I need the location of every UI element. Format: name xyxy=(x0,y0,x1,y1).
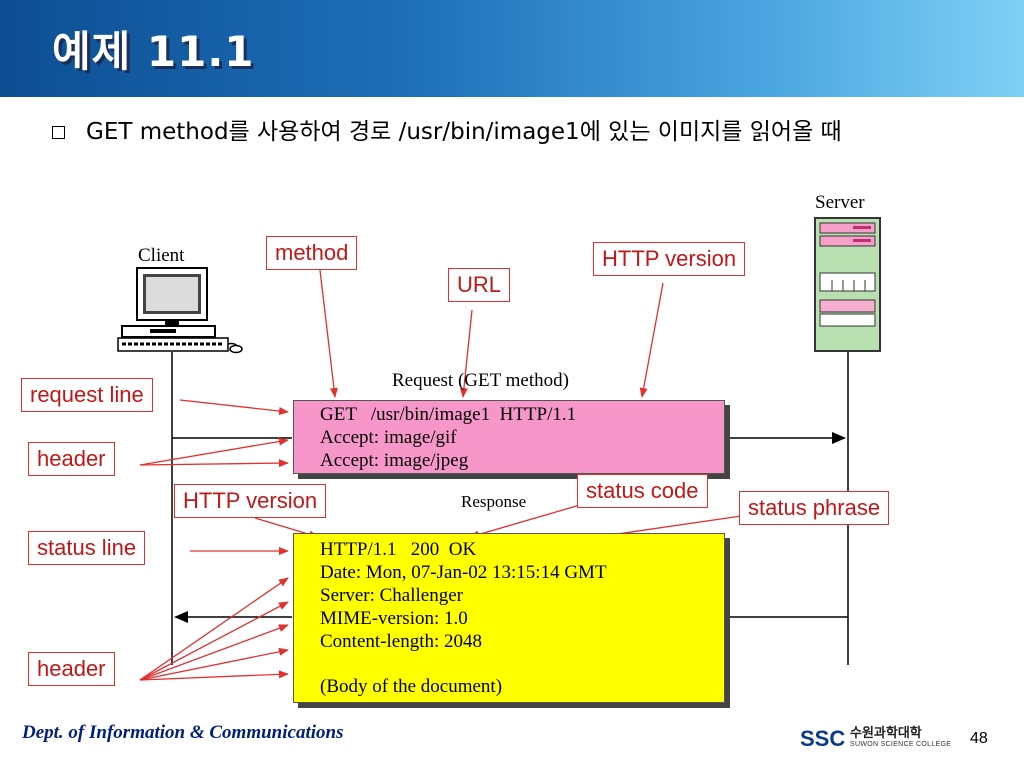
status-code-annotation: status code xyxy=(577,474,708,508)
title-bar: 예제 11.1 xyxy=(0,0,1024,97)
response-header-line: Server: Challenger xyxy=(320,585,463,606)
header-request-annotation: header xyxy=(28,442,115,476)
bullet-text: GET method를 사용하여 경로 /usr/bin/image1에 있는 … xyxy=(86,119,842,145)
url-annotation: URL xyxy=(448,268,511,302)
request-header-line: Accept: image/jpeg xyxy=(320,450,469,471)
logo-abbr: SSC xyxy=(800,726,846,751)
slide-title: 예제 11.1 xyxy=(52,27,255,76)
response-message-box: HTTP/1.1 200 OK Date: Mon, 07-Jan-02 13:… xyxy=(293,533,725,703)
response-body-text: (Body of the document) xyxy=(320,676,503,697)
logo-name-en: SUWON SCIENCE COLLEGE xyxy=(850,741,952,748)
request-line-annotation: request line xyxy=(21,378,153,412)
response-header-line: Content-length: 2048 xyxy=(320,631,483,652)
status-phrase-annotation: status phrase xyxy=(739,491,890,525)
http-version-request-annotation: HTTP version xyxy=(593,242,746,276)
college-logo: SSC 수원과학대학 SUWON SCIENCE COLLEGE xyxy=(800,712,960,760)
client-computer-icon xyxy=(117,267,243,354)
logo-name-kr: 수원과학대학 xyxy=(850,726,922,741)
request-message-box: GET /usr/bin/image1 HTTP/1.1 Accept: ima… xyxy=(293,400,725,474)
page-number: 48 xyxy=(970,730,988,747)
response-header-line: Date: Mon, 07-Jan-02 13:15:14 GMT xyxy=(320,562,607,583)
header-response-annotation: header xyxy=(28,652,115,686)
footer-department: Dept. of Information & Communications xyxy=(22,722,344,743)
response-title: Response xyxy=(461,492,527,511)
request-line-text: GET /usr/bin/image1 HTTP/1.1 xyxy=(320,404,577,425)
request-header-line: Accept: image/gif xyxy=(320,427,457,448)
response-header-line: MIME-version: 1.0 xyxy=(320,608,468,629)
bullet-square-icon xyxy=(52,126,65,139)
status-line-text: HTTP/1.1 200 OK xyxy=(320,539,477,560)
status-line-annotation: status line xyxy=(28,531,146,565)
method-annotation: method xyxy=(266,236,358,270)
server-label: Server xyxy=(815,192,865,213)
http-version-response-annotation: HTTP version xyxy=(174,484,327,518)
request-title: Request (GET method) xyxy=(392,370,569,391)
server-icon xyxy=(814,217,881,352)
client-label: Client xyxy=(138,245,185,266)
